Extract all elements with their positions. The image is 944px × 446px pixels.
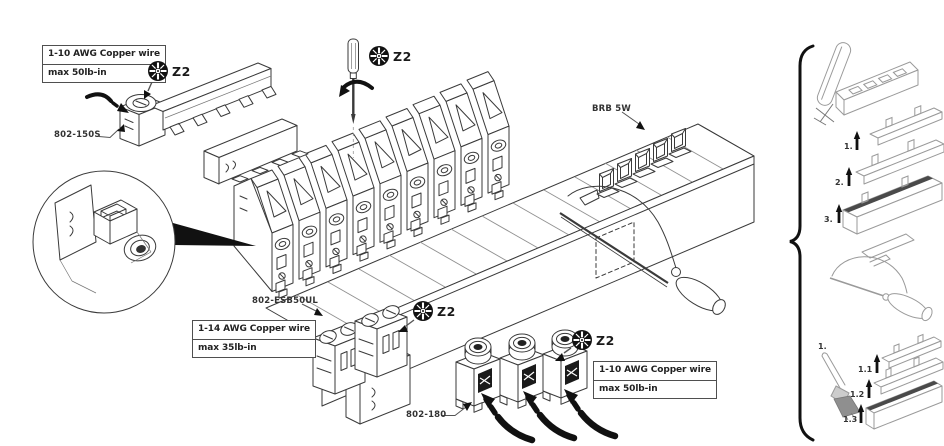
step-label-2: 2.: [835, 178, 844, 187]
torx-screw-icon: [413, 301, 433, 321]
wire-gauge-label: 1-10 AWG Copper wire: [48, 49, 160, 59]
z2-label: Z2: [393, 48, 412, 64]
torque-label: max 35lb-in: [193, 338, 315, 358]
z2-badge-lug: Z2: [571, 329, 615, 351]
comb-section: [203, 118, 309, 185]
z2-label: Z2: [172, 63, 191, 79]
z2-badge-comb: Z2: [147, 60, 191, 82]
surge-module-row: [233, 71, 510, 299]
lug-connectors: [455, 329, 588, 413]
rotation-arrow: [339, 79, 374, 97]
torx-screw-icon: [148, 61, 168, 81]
part-label-802-150s: 802-150S: [54, 130, 101, 140]
panel-removal-tool: [813, 42, 919, 126]
step-label-1: 1.: [844, 142, 853, 151]
panel-step-rails: [842, 105, 944, 235]
wire-spec-box-1: 1-10 AWG Copper wire max 50lb-in: [42, 45, 166, 84]
panel-step-illustrations: [813, 42, 944, 430]
comb-busbar-802-150s: [119, 62, 277, 147]
wire-spec-box-2: 1-14 AWG Copper wire max 35lb-in: [192, 320, 316, 359]
z2-badge-terminal: Z2: [412, 300, 456, 322]
panel-brush: [821, 352, 861, 421]
wire-gauge-label: 1-10 AWG Copper wire: [599, 365, 711, 375]
part-label-802-esb50ul: 802-ESB50UL: [252, 296, 319, 306]
screwdriver-illustration: [339, 38, 374, 158]
z2-badge-screwdriver: Z2: [368, 45, 412, 67]
lug-connector: [499, 333, 545, 409]
z2-label: Z2: [596, 332, 615, 348]
torque-label: max 50lb-in: [594, 379, 716, 399]
magnifier-pointer: [173, 223, 256, 246]
step-label-3: 3.: [824, 215, 833, 224]
z2-label: Z2: [437, 303, 456, 319]
wire-spec-box-3: 1-10 AWG Copper wire max 50lb-in: [593, 361, 717, 400]
part-label-brb-5w: BRB 5W: [592, 104, 631, 114]
step-label-1-2: 1.2: [850, 390, 865, 399]
brb-clip-row: [579, 128, 692, 206]
detail-magnifier: [32, 170, 256, 314]
part-label-802-180: 802-180: [406, 410, 447, 420]
hacksaw-illustration: [559, 185, 726, 315]
step-label-1-3: 1.3: [843, 415, 858, 424]
step-label-1-1: 1.1: [858, 365, 873, 374]
torx-screw-icon: [572, 330, 592, 350]
torque-label: max 50lb-in: [43, 63, 165, 83]
wire-gauge-label: 1-14 AWG Copper wire: [198, 324, 310, 334]
panel-bottom-rails: [865, 333, 944, 430]
panel-mini-hacksaw: [829, 233, 933, 322]
leader-lines: [98, 81, 645, 416]
panel-brace: [789, 44, 815, 442]
lug-connector: [455, 337, 501, 413]
step-label-brush-1: 1.: [818, 342, 827, 351]
torx-screw-icon: [369, 46, 389, 66]
comb-insert-arrow: [85, 92, 129, 113]
